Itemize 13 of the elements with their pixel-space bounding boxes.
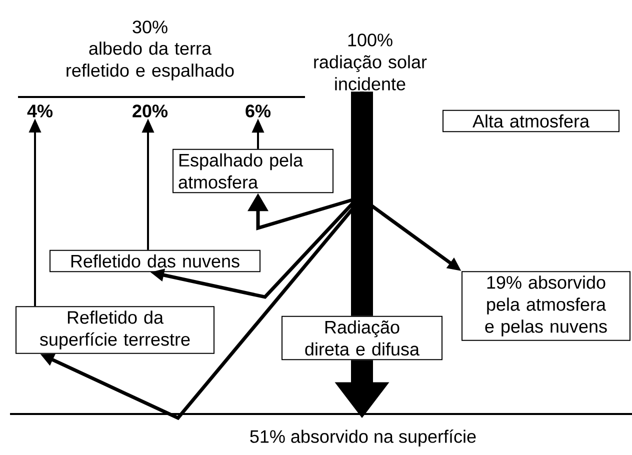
percent-label: 4%: [27, 104, 53, 118]
label-box: Radiação direta e difusa: [282, 316, 442, 360]
heading-text: 100% radiação solar incidente: [314, 34, 427, 90]
label-box: Alta atmosfera: [442, 110, 620, 132]
heading-text: albedo da terra refletido e espalhado: [66, 42, 234, 80]
heading-text: 30%: [132, 20, 168, 34]
label-box: Refletido das nuvens: [50, 250, 260, 272]
percent-label: 6%: [246, 104, 271, 118]
caption-text: 51% absorvido na superfície: [250, 430, 476, 446]
label-box: Refletido da superfície terrestre: [16, 306, 214, 354]
percent-label: 20%: [132, 104, 168, 118]
label-box: Espalhado pela atmosfera: [172, 148, 334, 194]
label-box: 19% absorvido pela atmosfera e pelas nuvens: [462, 271, 630, 341]
